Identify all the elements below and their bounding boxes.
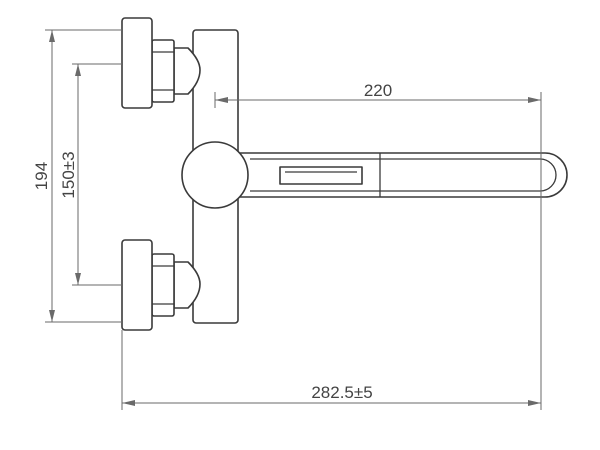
inlet-spacing-label: 150±3 [59,151,78,198]
overall-height-label: 194 [32,162,51,190]
spout-aerator-slot [279,166,363,185]
faucet-drawing [121,17,568,331]
bottom-inlet-connector [121,239,201,331]
spout [237,152,568,198]
mixer-handle [181,141,249,209]
inlet-spacing-dimension: 150±3 [59,63,122,286]
top-inlet-connector [121,17,201,109]
overall-width-label: 282.5±5 [311,383,372,402]
spout-length-label: 220 [364,81,392,100]
spout-length-dimension: 220 [214,81,542,410]
overall-width-dimension: 282.5±5 [121,330,541,410]
height-dimension: 194 [32,29,122,323]
